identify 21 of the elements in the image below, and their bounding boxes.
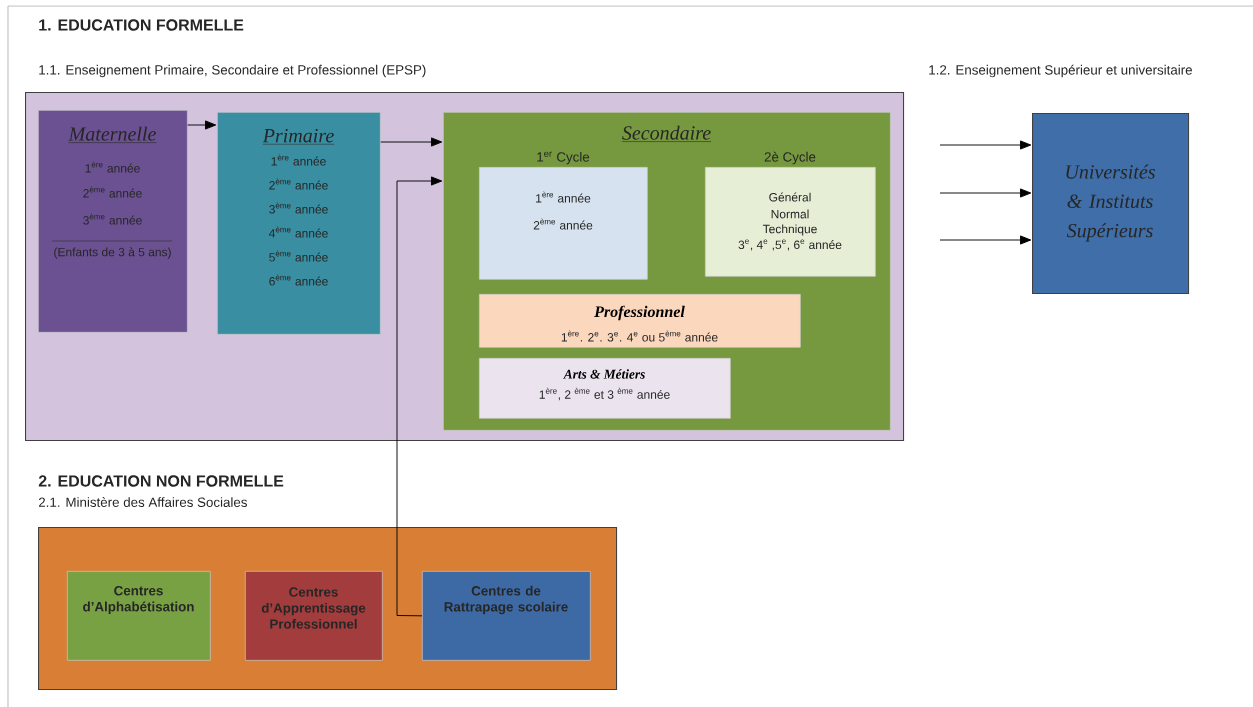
arrow	[380, 137, 443, 147]
arrow	[939, 140, 1032, 150]
grade-box: Primaire 1$^{ère}$ année 2$^{ème}$ année 3$^{ème}$ année 4$^{ème}$ année 5$^{ème}$ année 6$^{ème}$ année	[217, 112, 381, 335]
section-heading: 1. EDUCATION FORMELLE	[39, 19, 244, 31]
arrow	[939, 188, 1032, 198]
cycle-box: Général Normal Technique 3$^{e}$, 4$^{e}$ ,5$^{e}$, 6$^{e}$ année	[705, 167, 876, 277]
section-heading: 2. EDUCATION NON FORMELLE	[38, 475, 284, 487]
centre-box: Centres d’Apprentissage Professionnel	[245, 571, 383, 661]
institution-box: Universités & Instituts Supérieurs	[1032, 113, 1190, 295]
stream-box: Arts & Métiers 1$^{ère}$, 2 $^{ème}$ et 3 $^{ème}$ année	[479, 358, 731, 419]
stream-box: Professionnel 1$^{ère}$. 2$^{e}$. 3$^{e}$. 4$^{e}$ ou 5$^{ème}$ année	[479, 294, 801, 348]
centre-box: Centres d’Alphabétisation	[67, 571, 211, 661]
subsection-heading: 1.2. Enseignement Supérieur et universitaire	[929, 64, 1192, 78]
arrow	[396, 176, 443, 617]
cycle-box: 1$^{ère}$ année 2$^{ème}$ année	[479, 167, 648, 280]
grade-box: Maternelle 1$^{ère}$ année 2$^{ème}$ année 3$^{ème}$ année (Enfants de 3 à 5 ans)	[38, 110, 188, 333]
centre-box: Centres de Rattrapage scolaire	[422, 571, 591, 661]
arrow	[939, 235, 1032, 245]
arrow	[187, 120, 217, 130]
subsection-heading: 1.1. Enseignement Primaire, Secondaire et Professionnel (EPSP)	[39, 64, 426, 78]
subsection-heading: 2.1. Ministère des Affaires Sociales	[38, 497, 247, 507]
